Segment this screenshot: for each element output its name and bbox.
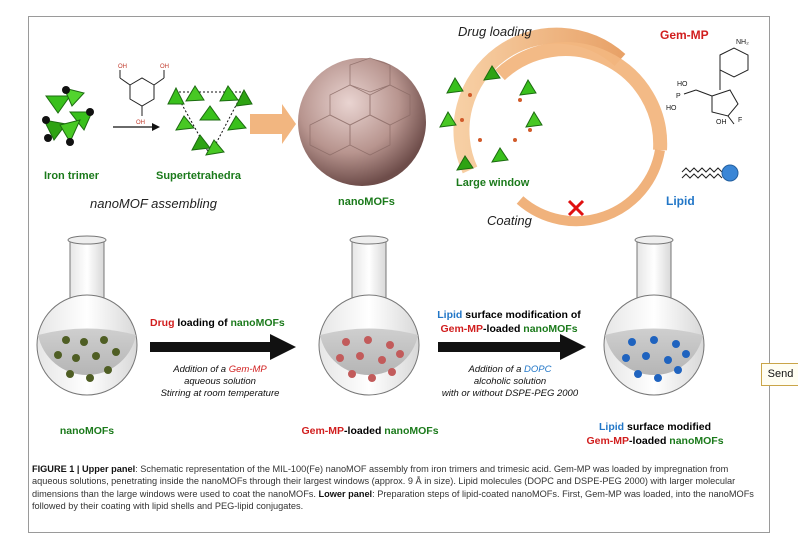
supertetrahedra-label: Supertetrahedra (156, 170, 241, 182)
iron-trimer-structure (42, 86, 94, 146)
flask-1 (36, 235, 138, 396)
flask-2-label: Gem-MP-loaded nanoMOFs (301, 425, 439, 437)
step-2-arrow (438, 334, 586, 360)
lipid-head (721, 164, 739, 182)
gem-mp-molecule (683, 47, 749, 125)
flask-2 (318, 235, 420, 396)
coating-arc (495, 42, 668, 151)
nanomof-assembling-label: nanoMOF assembling (90, 196, 217, 211)
acid-oh-1: OH (118, 64, 127, 70)
nh2-label: NH₂ (736, 39, 749, 46)
gem-mp-label: Gem-MP (660, 28, 709, 42)
p-label: P (676, 93, 681, 100)
drug-loading-label: Drug loading (458, 24, 532, 39)
coating-label: Coating (487, 213, 532, 228)
send-button[interactable]: Send (761, 363, 798, 386)
figure-caption: FIGURE 1 | Upper panel: Schematic repres… (32, 464, 754, 511)
nanomof-sphere (298, 58, 426, 186)
acid-oh-3: OH (136, 120, 145, 126)
large-window-label: Large window (456, 177, 530, 189)
step-1-title: Drug loading of nanoMOFs (150, 317, 285, 329)
flask-2-particles (336, 336, 404, 382)
flask-3-label: Lipid surface modified Gem-MP-loaded nan… (586, 421, 724, 447)
iron-trimer-label: Iron trimer (44, 170, 100, 182)
large-window-structure (439, 65, 543, 171)
step-2-title: Lipid surface modification of Gem-MP-loa… (437, 309, 581, 335)
ho-label-1: HO (677, 81, 688, 88)
trimesic-acid-molecule (119, 70, 165, 116)
flask-1-label: nanoMOFs (59, 425, 115, 437)
step-1-arrow (150, 334, 296, 360)
oh-label: OH (716, 119, 727, 126)
flask-3 (603, 235, 705, 396)
nanomofs-label: nanoMOFs (338, 196, 395, 208)
step-1-conditions: Addition of a Gem-MP aqueous solution St… (160, 364, 280, 399)
assembly-big-arrow (250, 104, 296, 144)
blocked-x-icon (567, 199, 585, 217)
step-2-conditions: Addition of a DOPC alcoholic solution wi… (441, 364, 579, 399)
coating-arc-lower (516, 149, 665, 227)
flask-3-particles (622, 336, 690, 382)
ho-label-2: HO (666, 105, 677, 112)
drug-loading-arc (453, 27, 626, 174)
lipid-label: Lipid (666, 194, 695, 208)
lipid-tail (681, 167, 723, 173)
supertetrahedra-structure (167, 85, 253, 157)
acid-oh-2: OH (160, 64, 169, 70)
flask-1-particles (54, 336, 120, 382)
f-label: F (738, 117, 742, 124)
